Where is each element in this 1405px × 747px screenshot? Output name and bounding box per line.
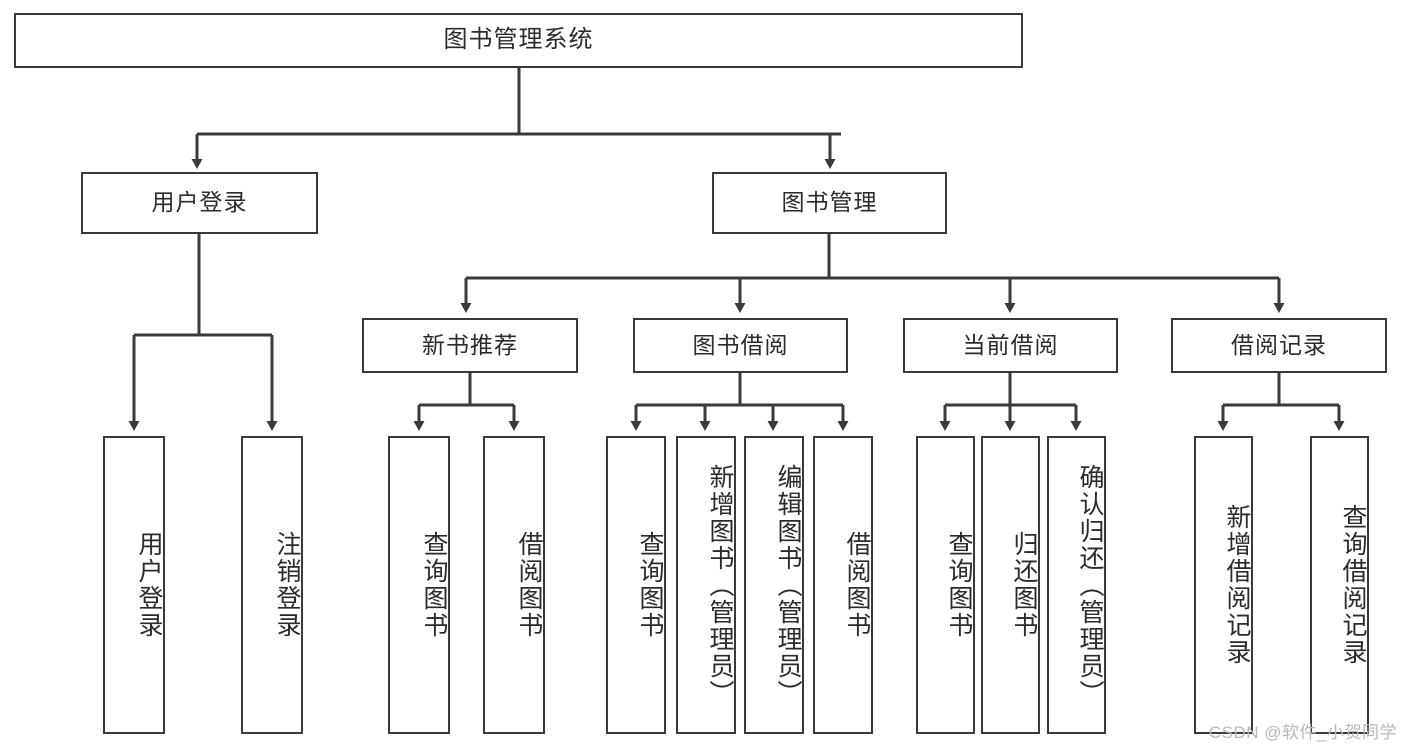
leaf-recommend-query-book[interactable]: 查询图书 [388, 436, 450, 734]
node-label: 用户登录 [151, 189, 248, 216]
leaf-borrow-add-book-admin[interactable]: 新增图书（管理员） [676, 436, 736, 734]
node-user-login[interactable]: 用户登录 [81, 172, 318, 234]
leaf-recommend-borrow-book[interactable]: 借阅图书 [483, 436, 545, 734]
node-label: 归还图书 [1010, 531, 1038, 639]
leaf-record-add-borrow-record[interactable]: 新增借阅记录 [1194, 436, 1253, 734]
node-label: 编辑图书（管理员） [774, 463, 802, 707]
node-label: 新书推荐 [422, 331, 518, 358]
node-label: 注销登录 [273, 531, 301, 639]
node-label: 查询图书 [420, 531, 448, 639]
node-label: 查询借阅记录 [1339, 504, 1367, 666]
node-book-borrow[interactable]: 图书借阅 [633, 318, 848, 373]
node-label: 借阅记录 [1231, 331, 1327, 358]
leaf-record-query-borrow-record[interactable]: 查询借阅记录 [1310, 436, 1369, 734]
leaf-user-login[interactable]: 用户登录 [103, 436, 165, 734]
node-label: 当前借阅 [962, 331, 1059, 358]
node-label: 查询图书 [636, 531, 664, 639]
node-label: 借阅图书 [843, 531, 871, 639]
node-label: 确认归还（管理员） [1076, 463, 1104, 707]
node-label: 新增借阅记录 [1223, 504, 1251, 666]
node-label: 图书借阅 [692, 331, 789, 358]
leaf-borrow-borrow-book[interactable]: 借阅图书 [813, 436, 873, 734]
node-label: 用户登录 [135, 531, 163, 639]
watermark: CSDN @软件_小贺同学 [1208, 723, 1397, 742]
node-label: 新增图书（管理员） [706, 463, 734, 707]
node-new-book-recommend[interactable]: 新书推荐 [362, 318, 578, 373]
node-label: 图书管理系统 [443, 26, 594, 54]
node-borrow-record[interactable]: 借阅记录 [1171, 318, 1387, 373]
node-current-borrow[interactable]: 当前借阅 [903, 318, 1118, 373]
leaf-borrow-edit-book-admin[interactable]: 编辑图书（管理员） [744, 436, 804, 734]
leaf-borrow-query-book[interactable]: 查询图书 [606, 436, 666, 734]
node-label: 借阅图书 [515, 531, 543, 639]
leaf-current-return-book[interactable]: 归还图书 [981, 436, 1040, 734]
node-label: 图书管理 [781, 189, 878, 216]
node-book-management[interactable]: 图书管理 [712, 172, 947, 234]
leaf-logout[interactable]: 注销登录 [241, 436, 303, 734]
leaf-current-confirm-return-admin[interactable]: 确认归还（管理员） [1047, 436, 1106, 734]
leaf-current-query-book[interactable]: 查询图书 [916, 436, 975, 734]
node-label: 查询图书 [945, 531, 973, 639]
node-root-system[interactable]: 图书管理系统 [14, 13, 1023, 68]
